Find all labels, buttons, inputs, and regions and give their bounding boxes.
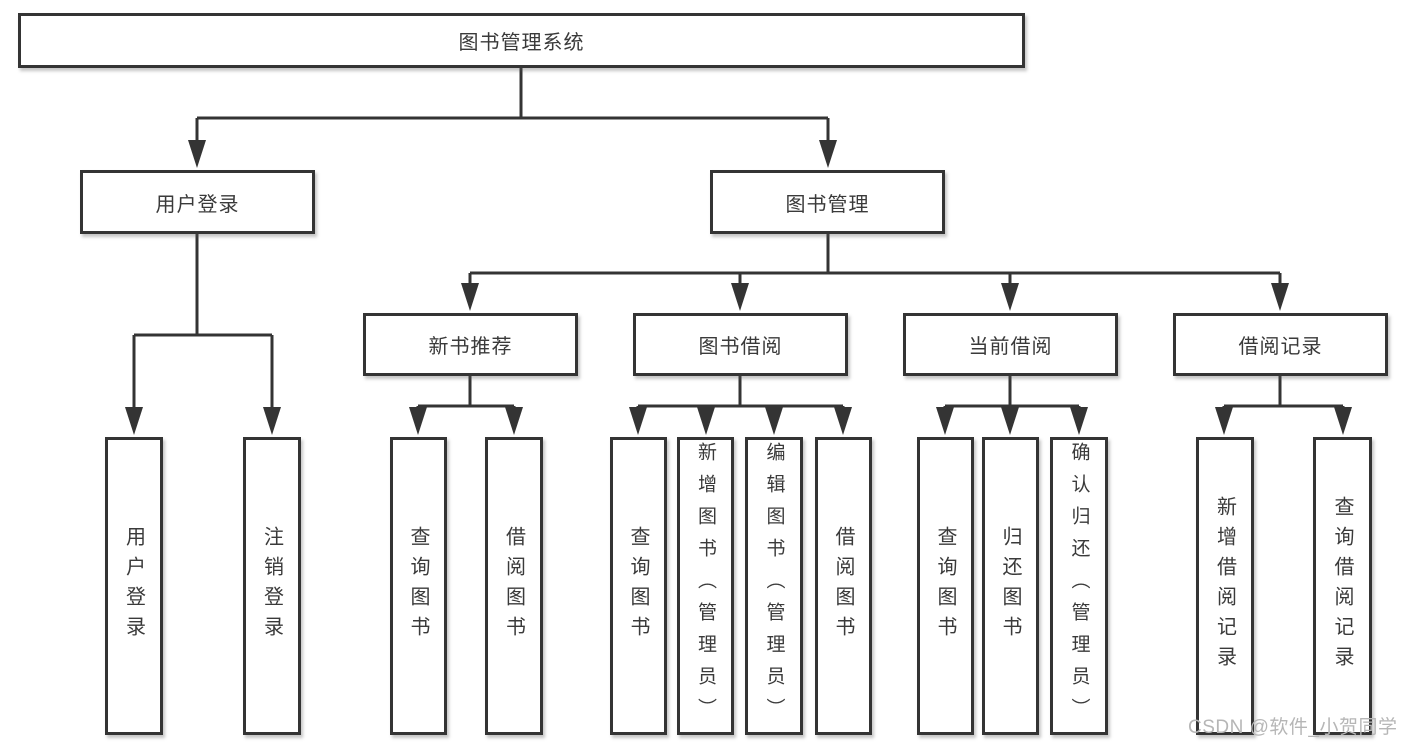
arrowhead xyxy=(629,407,647,435)
leaf-label: 归还图书 xyxy=(999,526,1021,646)
leaf-label: 借阅图书 xyxy=(832,526,854,646)
connector xyxy=(943,374,1081,414)
connector xyxy=(195,66,830,146)
leaf-edit-books-admin: 编辑图书（管理员） xyxy=(745,437,803,735)
arrowhead xyxy=(188,140,206,168)
connector xyxy=(636,374,845,414)
leaf-label: 新增借阅记录 xyxy=(1213,496,1236,676)
leaf-logout: 注销登录 xyxy=(243,437,301,735)
arrowhead xyxy=(1001,283,1019,311)
leaf-label: 查询图书 xyxy=(407,526,429,646)
arrowhead xyxy=(819,140,837,168)
leaf-user-login: 用户登录 xyxy=(105,437,163,735)
arrowhead xyxy=(1271,283,1289,311)
leaf-query-borrow-record: 查询借阅记录 xyxy=(1313,437,1372,735)
arrowhead xyxy=(936,407,954,435)
node-current-borrowing: 当前借阅 xyxy=(903,313,1118,376)
leaf-label: 确认归还（管理员） xyxy=(1068,442,1090,730)
leaf-label: 新增图书（管理员） xyxy=(695,442,716,730)
leaf-add-books-admin: 新增图书（管理员） xyxy=(677,437,734,735)
leaf-label: 查询借阅记录 xyxy=(1331,496,1353,676)
arrowhead xyxy=(125,407,143,435)
leaf-label: 查询图书 xyxy=(934,526,956,646)
arrowhead xyxy=(1334,407,1352,435)
leaf-borrow-books-recommend: 借阅图书 xyxy=(485,437,543,735)
csdn-watermark: CSDN @软件_小贺同学 xyxy=(1188,717,1398,738)
leaf-confirm-return-admin: 确认归还（管理员） xyxy=(1050,437,1108,735)
leaf-label: 用户登录 xyxy=(122,526,145,646)
arrowhead xyxy=(263,407,281,435)
leaf-label: 编辑图书（管理员） xyxy=(763,442,785,730)
node-library-management-system: 图书管理系统 xyxy=(18,13,1025,68)
leaf-add-borrow-record: 新增借阅记录 xyxy=(1196,437,1254,735)
leaf-query-books-current: 查询图书 xyxy=(917,437,974,735)
leaf-label: 查询图书 xyxy=(627,526,649,646)
arrowhead xyxy=(409,407,427,435)
arrowhead xyxy=(1070,407,1088,435)
connector xyxy=(1222,374,1345,414)
connector xyxy=(132,232,274,412)
arrowhead xyxy=(1215,407,1233,435)
arrowhead xyxy=(697,407,715,435)
arrowhead xyxy=(834,407,852,435)
node-book-management: 图书管理 xyxy=(710,170,945,234)
node-borrowing-records: 借阅记录 xyxy=(1173,313,1388,376)
leaf-label: 注销登录 xyxy=(260,526,283,646)
arrowhead xyxy=(731,283,749,311)
arrowhead xyxy=(505,407,523,435)
connector xyxy=(468,232,1282,288)
arrowhead xyxy=(461,283,479,311)
node-user-login: 用户登录 xyxy=(80,170,315,234)
leaf-query-books-recommend: 查询图书 xyxy=(390,437,447,735)
connector xyxy=(416,374,516,414)
leaf-borrow-books-borrowing: 借阅图书 xyxy=(815,437,872,735)
leaf-label: 借阅图书 xyxy=(502,526,525,646)
arrowhead xyxy=(1001,407,1019,435)
node-book-borrowing: 图书借阅 xyxy=(633,313,848,376)
leaf-query-books-borrowing: 查询图书 xyxy=(610,437,667,735)
arrowhead xyxy=(765,407,783,435)
node-new-book-recommendation: 新书推荐 xyxy=(363,313,578,376)
leaf-return-books: 归还图书 xyxy=(982,437,1039,735)
